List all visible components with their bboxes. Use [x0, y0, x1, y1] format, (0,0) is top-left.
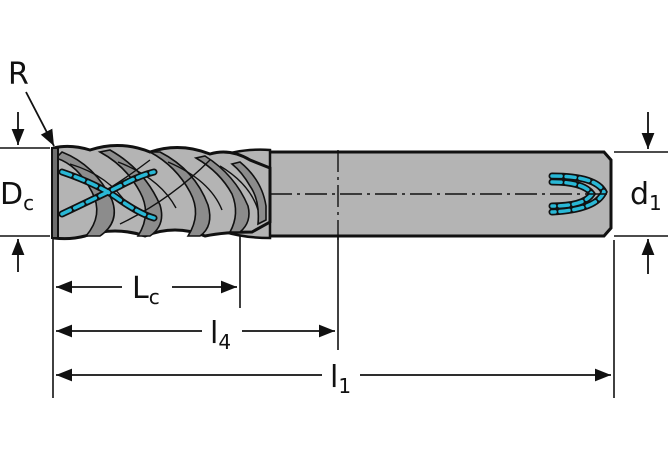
tool-tip-face [51, 147, 59, 239]
label-cutting-diameter: Dc [0, 177, 34, 215]
tool-body [51, 144, 613, 241]
label-corner-radius: R [8, 57, 29, 92]
label-cutting-length: Lc [132, 271, 160, 309]
label-overall-length: l1 [330, 360, 351, 398]
dimension-lines [11, 91, 655, 382]
extension-lines [0, 147, 668, 398]
label-length-l4: l4 [210, 316, 231, 354]
label-shank-diameter: d1 [630, 177, 662, 215]
center-lines [270, 150, 610, 240]
